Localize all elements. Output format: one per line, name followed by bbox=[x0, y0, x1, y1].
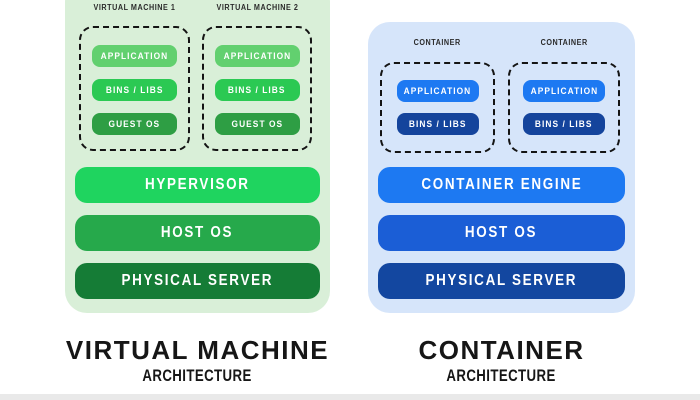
ct-host-os-label: HOST OS bbox=[465, 224, 538, 241]
vm1-bins-libs-block: BINS / LIBS bbox=[92, 79, 177, 101]
vm1-bins-libs-label: BINS / LIBS bbox=[105, 84, 164, 96]
container1-dashed-box: APPLICATION BINS / LIBS bbox=[380, 62, 495, 153]
container2-bins-libs-label: BINS / LIBS bbox=[535, 118, 593, 130]
container2-heading: CONTAINER bbox=[508, 38, 620, 47]
container-architecture-subtitle-text: ARCHITECTURE bbox=[446, 366, 557, 385]
vm1-guest-os-block: GUEST OS bbox=[92, 113, 177, 135]
vm1-application-label: APPLICATION bbox=[100, 50, 169, 62]
vm2-heading-text: VIRTUAL MACHINE 2 bbox=[216, 3, 298, 12]
vm-architecture-subtitle: ARCHITECTURE bbox=[65, 366, 330, 386]
container-engine-layer: CONTAINER ENGINE bbox=[378, 167, 625, 203]
vm2-heading: VIRTUAL MACHINE 2 bbox=[202, 3, 312, 12]
container1-bins-libs-block: BINS / LIBS bbox=[396, 113, 479, 135]
container2-dashed-box: APPLICATION BINS / LIBS bbox=[508, 62, 620, 153]
vm1-application-block: APPLICATION bbox=[92, 45, 177, 67]
container2-heading-text: CONTAINER bbox=[540, 38, 588, 47]
vm1-heading-text: VIRTUAL MACHINE 1 bbox=[93, 3, 176, 12]
bottom-edge-strip bbox=[0, 394, 700, 400]
container-engine-label: CONTAINER ENGINE bbox=[420, 176, 583, 193]
container2-bins-libs-block: BINS / LIBS bbox=[523, 113, 605, 135]
container1-application-block: APPLICATION bbox=[396, 80, 479, 102]
vm-panel: VIRTUAL MACHINE 1 VIRTUAL MACHINE 2 APPL… bbox=[65, 0, 330, 313]
container-architecture-title: CONTAINER bbox=[418, 335, 585, 365]
container2-application-label: APPLICATION bbox=[530, 85, 598, 97]
container1-heading-text: CONTAINER bbox=[413, 38, 462, 47]
container-panel: CONTAINER CONTAINER APPLICATION BINS / L… bbox=[368, 22, 635, 313]
hypervisor-layer: HYPERVISOR bbox=[75, 167, 320, 203]
vm2-guest-os-block: GUEST OS bbox=[214, 113, 300, 135]
vm-physical-server-layer: PHYSICAL SERVER bbox=[75, 263, 320, 299]
vm1-heading: VIRTUAL MACHINE 1 bbox=[79, 3, 190, 12]
ct-host-os-layer: HOST OS bbox=[378, 215, 625, 251]
vm1-dashed-box: APPLICATION BINS / LIBS GUEST OS bbox=[79, 26, 190, 151]
vm2-application-block: APPLICATION bbox=[214, 45, 300, 67]
vm2-guest-os-label: GUEST OS bbox=[231, 118, 283, 130]
container1-bins-libs-label: BINS / LIBS bbox=[408, 118, 467, 130]
vm-host-os-label: HOST OS bbox=[161, 224, 234, 241]
vm2-application-label: APPLICATION bbox=[223, 50, 291, 62]
container2-application-block: APPLICATION bbox=[523, 80, 605, 102]
vm-architecture-subtitle-text: ARCHITECTURE bbox=[142, 366, 253, 385]
vm2-bins-libs-block: BINS / LIBS bbox=[214, 79, 300, 101]
hypervisor-label: HYPERVISOR bbox=[145, 176, 250, 193]
vm-host-os-layer: HOST OS bbox=[75, 215, 320, 251]
vm2-dashed-box: APPLICATION BINS / LIBS GUEST OS bbox=[202, 26, 312, 151]
container-architecture-subtitle: ARCHITECTURE bbox=[368, 366, 635, 386]
ct-physical-server-label: PHYSICAL SERVER bbox=[425, 272, 578, 289]
vm1-guest-os-label: GUEST OS bbox=[108, 118, 161, 130]
ct-physical-server-layer: PHYSICAL SERVER bbox=[378, 263, 625, 299]
container1-application-label: APPLICATION bbox=[403, 85, 472, 97]
vm-architecture-title: VIRTUAL MACHINE bbox=[65, 335, 330, 365]
vm2-bins-libs-label: BINS / LIBS bbox=[228, 84, 286, 96]
container1-heading: CONTAINER bbox=[380, 38, 495, 47]
vm-physical-server-label: PHYSICAL SERVER bbox=[121, 272, 274, 289]
